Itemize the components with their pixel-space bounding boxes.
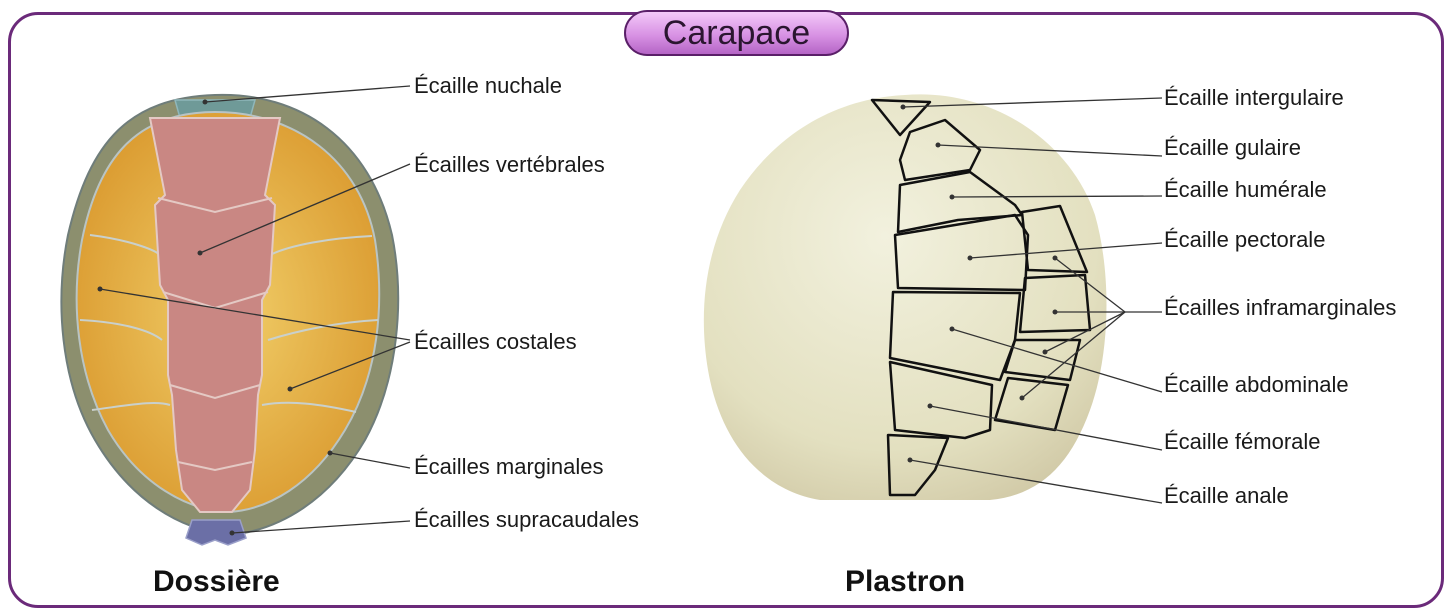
- label-anale: Écaille anale: [1164, 484, 1289, 508]
- plastron-body: [704, 94, 1107, 500]
- label-femorale: Écaille fémorale: [1164, 430, 1321, 454]
- caption-plastron: Plastron: [845, 565, 965, 599]
- label-gulaire: Écaille gulaire: [1164, 136, 1301, 160]
- plastron-shell: [704, 94, 1107, 500]
- diagram-title: Carapace: [624, 10, 849, 56]
- dossiere-carapace: [61, 95, 398, 545]
- label-vertebrales: Écailles vertébrales: [414, 153, 605, 177]
- label-costales: Écailles costales: [414, 330, 577, 354]
- label-abdominale: Écaille abdominale: [1164, 373, 1349, 397]
- caption-dossiere: Dossière: [153, 565, 280, 599]
- label-nuchale: Écaille nuchale: [414, 74, 562, 98]
- label-intergulaire: Écaille intergulaire: [1164, 86, 1344, 110]
- label-humerale: Écaille humérale: [1164, 178, 1327, 202]
- label-pectorale: Écaille pectorale: [1164, 228, 1325, 252]
- label-supracaudales: Écailles supracaudales: [414, 508, 639, 532]
- label-inframarginales: Écailles inframarginales: [1164, 296, 1396, 320]
- label-marginales: Écailles marginales: [414, 455, 604, 479]
